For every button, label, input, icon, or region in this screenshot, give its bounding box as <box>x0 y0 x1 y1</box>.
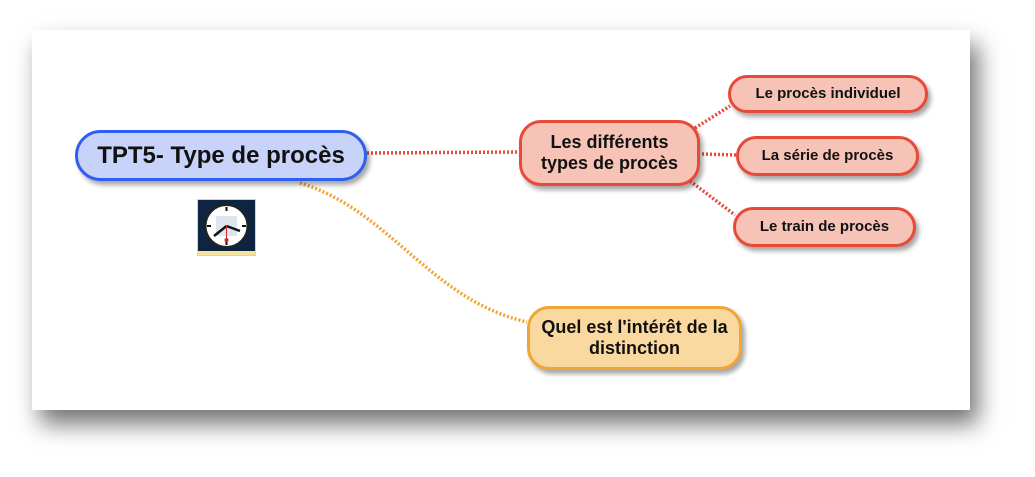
link-types-train <box>688 179 737 217</box>
clock-icon[interactable] <box>197 199 256 256</box>
leaf-serie-label: La série de procès <box>761 147 894 165</box>
branch-distinction-label: Quel est l'intérêt de la distinction <box>541 317 728 358</box>
leaf-individuel-label: Le procès individuel <box>755 85 901 103</box>
branch-distinction-node[interactable]: Quel est l'intérêt de la distinction <box>527 306 742 370</box>
link-root-distinction <box>299 181 528 324</box>
leaf-train-node[interactable]: Le train de procès <box>733 207 916 247</box>
link-types-serie <box>701 152 737 157</box>
leaf-individuel-node[interactable]: Le procès individuel <box>728 75 928 113</box>
link-root-types <box>366 150 520 155</box>
leaf-train-label: Le train de procès <box>759 218 890 236</box>
root-label: TPT5- Type de procès <box>97 141 345 169</box>
root-node[interactable]: TPT5- Type de procès <box>75 130 367 181</box>
leaf-serie-node[interactable]: La série de procès <box>736 136 919 176</box>
branch-types-node[interactable]: Les différents types de procès <box>519 120 700 186</box>
branch-types-label: Les différents types de procès <box>540 132 679 173</box>
link-types-individuel <box>694 104 731 130</box>
